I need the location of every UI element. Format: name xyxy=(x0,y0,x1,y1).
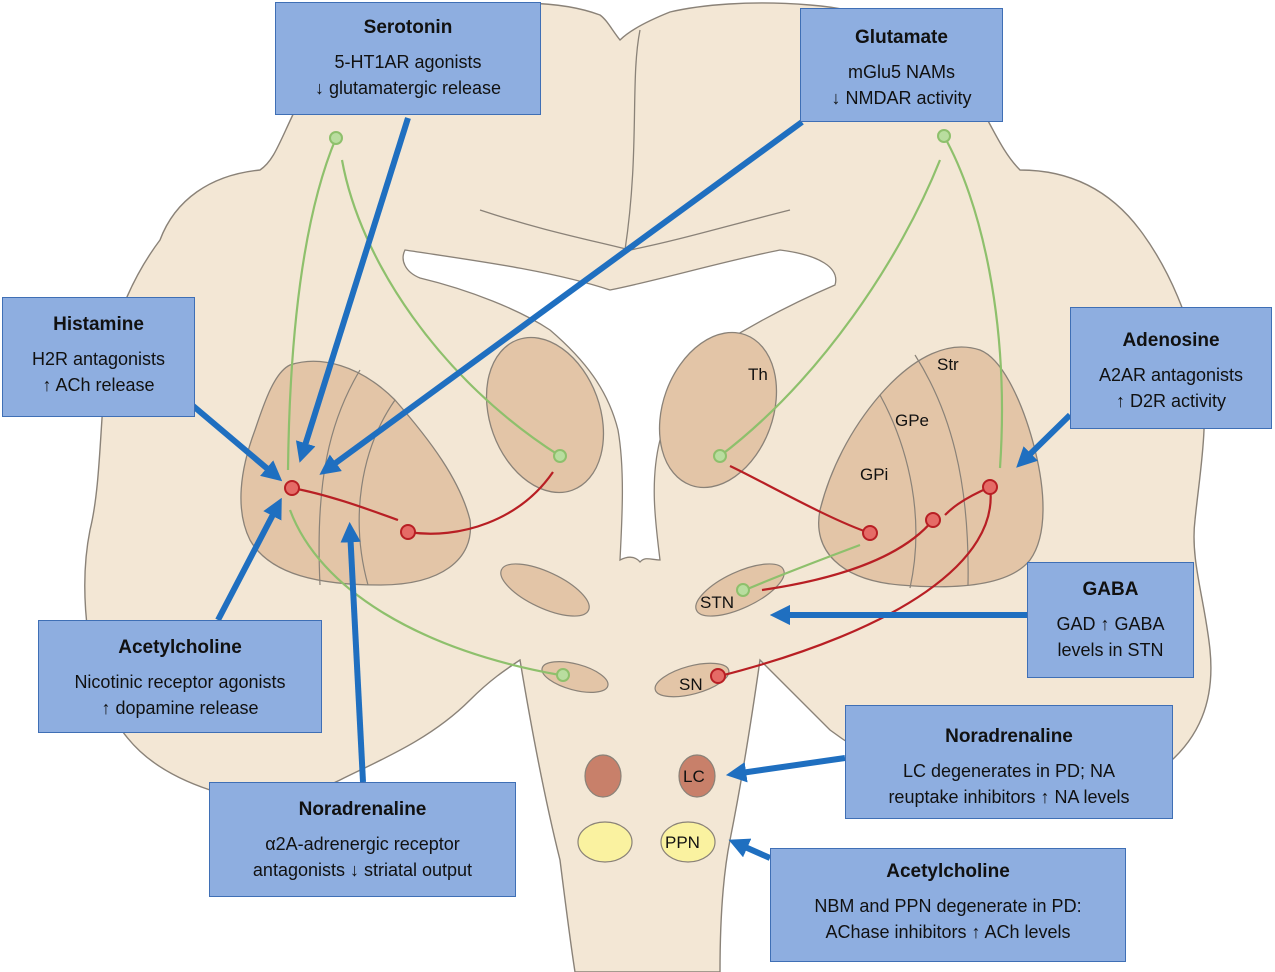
acetylcholine-right-line-2: AChase inhibitors ↑ ACh levels xyxy=(825,922,1071,942)
lateral-ventricle xyxy=(402,249,837,564)
acetylcholine-right-line-1: NBM and PPN degenerate in PD: xyxy=(814,896,1082,916)
noradrenaline-left-title: Noradrenaline xyxy=(298,799,427,820)
adenosine-box: Adenosine A2AR antagonists ↑ D2R activit… xyxy=(1070,307,1272,429)
label-sn: SN xyxy=(679,675,703,694)
label-lc: LC xyxy=(683,767,705,786)
label-str: Str xyxy=(937,355,959,374)
left-ppn xyxy=(577,821,633,863)
left-stn xyxy=(500,563,590,617)
right-lc xyxy=(678,754,716,798)
noradrenaline-right-line-1: LC degenerates in PD; NA xyxy=(902,761,1116,781)
right-ppn xyxy=(660,821,716,863)
adenosine-title: Adenosine xyxy=(1122,330,1220,351)
acetylcholine-left-title: Acetylcholine xyxy=(118,637,242,658)
serotonin-line-2: ↓ glutamatergic release xyxy=(314,78,502,98)
gaba-line-2: levels in STN xyxy=(1057,640,1164,660)
label-gpi: GPi xyxy=(860,465,888,484)
acetylcholine-right-box: Acetylcholine NBM and PPN degenerate in … xyxy=(770,848,1126,962)
histamine-line-2: ↑ ACh release xyxy=(42,375,155,395)
label-stn: STN xyxy=(700,593,734,612)
acetylcholine-left-line-1: Nicotinic receptor agonists xyxy=(74,672,286,692)
histamine-title: Histamine xyxy=(53,314,144,335)
serotonin-title: Serotonin xyxy=(363,17,453,38)
noradrenaline-right-line-2: reuptake inhibitors ↑ NA levels xyxy=(888,787,1130,807)
fissure-line xyxy=(624,29,641,251)
glutamate-title: Glutamate xyxy=(855,27,948,48)
gaba-line-1: GAD ↑ GABA xyxy=(1056,614,1165,634)
right-sn xyxy=(654,662,730,698)
label-th: Th xyxy=(748,365,768,384)
left-lc xyxy=(584,754,622,798)
left-thalamus xyxy=(485,336,605,494)
histamine-line-1: H2R antagonists xyxy=(31,349,166,369)
acetylcholine-left-box: Acetylcholine Nicotinic receptor agonist… xyxy=(38,620,322,733)
glutamate-box: Glutamate mGlu5 NAMs ↓ NMDAR activity xyxy=(800,8,1003,122)
adenosine-line-2: ↑ D2R activity xyxy=(1115,391,1227,411)
red-neurons xyxy=(284,479,998,684)
green-neurons xyxy=(329,129,951,682)
label-ppn: PPN xyxy=(665,833,700,852)
noradrenaline-left-line-2: antagonists ↓ striatal output xyxy=(252,860,473,880)
acetylcholine-right-title: Acetylcholine xyxy=(886,861,1010,882)
glutamate-line-1: mGlu5 NAMs xyxy=(847,62,955,82)
gaba-box: GABA GAD ↑ GABA levels in STN xyxy=(1027,562,1194,678)
noradrenaline-right-title: Noradrenaline xyxy=(945,726,1073,747)
gaba-title: GABA xyxy=(1082,579,1139,600)
adenosine-line-1: A2AR antagonists xyxy=(1098,365,1244,385)
glutamate-line-2: ↓ NMDAR activity xyxy=(831,88,972,108)
blue-arrows xyxy=(190,117,1073,861)
acetylcholine-left-line-2: ↑ dopamine release xyxy=(101,698,259,718)
right-thalamus xyxy=(658,331,778,489)
histamine-box: Histamine H2R antagonists ↑ ACh release xyxy=(2,297,195,417)
serotonin-box: Serotonin 5-HT1AR agonists ↓ glutamaterg… xyxy=(275,2,541,115)
serotonin-line-1: 5-HT1AR agonists xyxy=(334,52,482,72)
noradrenaline-left-box: Noradrenaline α2A-adrenergic receptor an… xyxy=(209,782,516,897)
left-sn xyxy=(541,661,609,693)
noradrenaline-left-line-1: α2A-adrenergic receptor xyxy=(265,834,460,854)
red-pathways xyxy=(291,465,992,678)
noradrenaline-right-box: Noradrenaline LC degenerates in PD; NA r… xyxy=(845,705,1173,819)
label-gpe: GPe xyxy=(895,411,929,430)
green-pathways xyxy=(286,135,1003,677)
